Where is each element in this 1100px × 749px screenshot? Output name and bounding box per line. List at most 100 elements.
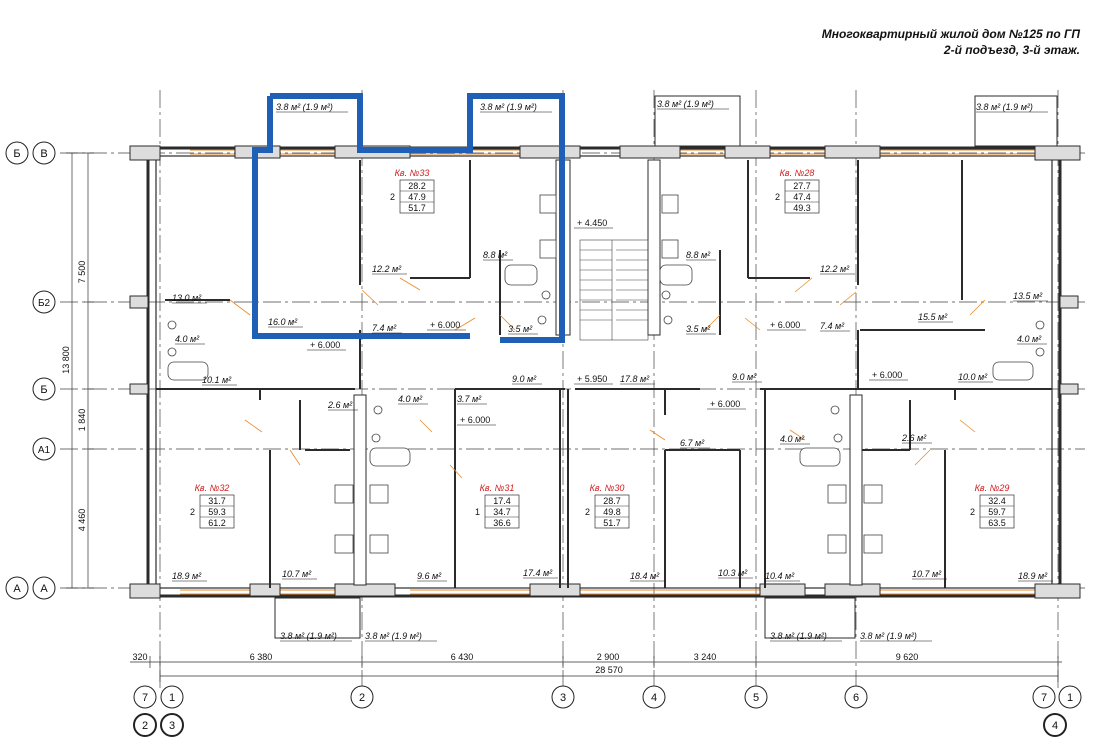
- room-area-label: 7.4 м²: [372, 323, 397, 333]
- level-mark-label: + 6.000: [710, 399, 740, 409]
- axis-col-label: 1: [169, 692, 175, 704]
- axis-row-label: Б2: [38, 298, 51, 309]
- axis-row-label: А: [13, 583, 21, 595]
- level-mark-label: + 6.000: [872, 370, 902, 380]
- axis-col-sub: 3: [169, 720, 175, 732]
- room-area-label: 12.2 м²: [820, 264, 850, 274]
- apartment-rooms: 2: [585, 507, 590, 517]
- sanitary-fixtures: [167, 194, 1045, 554]
- apartment-values-box: [784, 179, 820, 214]
- level-labels: + 6.000 + 6.000 + 4.450 + 5.950 + 6.000 + 6.0…: [307, 218, 908, 426]
- room-area-label: 13.0 м²: [172, 293, 202, 303]
- level-mark-label: + 6.000: [770, 320, 800, 330]
- apartment-name: Кв. №30: [590, 483, 625, 493]
- level-mark-label: + 4.450: [577, 218, 607, 228]
- axis-col-5: 5: [744, 685, 768, 709]
- apartment-values-box: [484, 494, 520, 529]
- room-area-label: 10.1 м²: [202, 375, 232, 385]
- balcony-labels: 3.8 м² (1.9 м²) 3.8 м² (1.9 м²) 3.8 м² (1.…: [276, 99, 1048, 642]
- axis-col-7b: 7: [1032, 685, 1056, 709]
- apartment-area-value: 31.7: [208, 496, 226, 506]
- room-area-label: 18.9 м²: [1018, 571, 1048, 581]
- apartment-values-box: [199, 494, 235, 529]
- room-area-label: 18.9 м²: [172, 571, 202, 581]
- room-area-label: 17.8 м²: [620, 374, 650, 384]
- level-mark-label: + 6.000: [430, 320, 460, 330]
- axis-col-label: 5: [753, 692, 759, 704]
- col-dim-label: 6 380: [250, 652, 273, 662]
- level-mark-label: + 6.000: [460, 415, 490, 425]
- apartment-values-box: [594, 494, 630, 529]
- axis-row-label: А1: [38, 445, 51, 456]
- interior-walls: [156, 160, 1052, 588]
- col-dim-label: 3 240: [694, 652, 717, 662]
- axis-row-alt: А: [40, 583, 48, 595]
- room-area-label: 4.0 м²: [398, 394, 423, 404]
- axis-col-label: 6: [853, 692, 859, 704]
- apartment-area-value: 49.8: [603, 507, 621, 517]
- apartment-area-value: 61.2: [208, 518, 226, 528]
- axis-row-5: А А: [5, 576, 56, 600]
- balcony-area-label: 3.8 м² (1.9 м²): [276, 102, 333, 112]
- axis-row-1: Б В: [5, 141, 56, 165]
- room-area-label: 2.6 м²: [901, 433, 927, 443]
- level-mark-label: + 6.000: [310, 340, 340, 350]
- col-dim-label: 2 900: [597, 652, 620, 662]
- apartment-area-value: 63.5: [988, 518, 1006, 528]
- apartment-rooms: 2: [970, 507, 975, 517]
- apartment-name: Кв. №28: [780, 168, 815, 178]
- apartment-area-value: 28.2: [408, 181, 426, 191]
- apartment-name: Кв. №32: [195, 483, 230, 493]
- row-dim-label: 13 800: [61, 346, 71, 374]
- apartment-area-value: 47.4: [793, 192, 811, 202]
- axis-col-6: 6: [844, 685, 868, 709]
- room-area-label: 9.0 м²: [732, 372, 757, 382]
- room-area-label: 13.5 м²: [1013, 291, 1043, 301]
- room-area-label: 10.4 м²: [765, 571, 795, 581]
- room-area-label: 10.7 м²: [282, 569, 312, 579]
- balcony-area-label: 3.8 м² (1.9 м²): [770, 631, 827, 641]
- apartment-name: Кв. №33: [395, 168, 430, 178]
- apartment-area-value: 49.3: [793, 203, 811, 213]
- axis-col-1a: 1 3: [160, 685, 184, 737]
- room-area-label: 8.8 м²: [483, 250, 508, 260]
- apartment-rooms: 2: [190, 507, 195, 517]
- level-mark-label: + 5.950: [577, 374, 607, 384]
- row-dim-label: 1 840: [77, 409, 87, 432]
- axis-col-sub: 2: [142, 720, 148, 732]
- axis-col-7a: 7 2: [133, 685, 157, 737]
- room-area-label: 4.0 м²: [1017, 334, 1042, 344]
- apartment-area-value: 32.4: [988, 496, 1006, 506]
- apartment-area-value: 28.7: [603, 496, 621, 506]
- axis-col-1b: 1 4: [1043, 685, 1082, 737]
- axis-row-label: Б: [13, 148, 20, 160]
- apartment-area-value: 59.7: [988, 507, 1006, 517]
- axis-row-4: А1: [32, 437, 56, 461]
- col-dim-label: 6 430: [451, 652, 474, 662]
- room-area-label: 3.5 м²: [686, 324, 711, 334]
- room-area-label: 3.5 м²: [508, 324, 533, 334]
- balcony-area-label: 3.8 м² (1.9 м²): [280, 631, 337, 641]
- axis-row-alt: В: [40, 148, 47, 160]
- col-dim-label: 9 620: [896, 652, 919, 662]
- balcony-area-label: 3.8 м² (1.9 м²): [860, 631, 917, 641]
- axis-col-label: 3: [560, 692, 566, 704]
- drawing-title: Многоквартирный жилой дом №125 по ГП: [821, 27, 1080, 41]
- apartment-area-value: 17.4: [493, 496, 511, 506]
- room-area-label: 10.3 м²: [718, 568, 748, 578]
- balcony-outlines: [274, 95, 1058, 639]
- apartment-area-value: 51.7: [408, 203, 426, 213]
- apartment-area-value: 47.9: [408, 192, 426, 202]
- column-axis-bubbles: 7 2 1 3 2 3 4: [133, 685, 1082, 737]
- axis-col-label: 2: [359, 692, 365, 704]
- room-area-label: 17.4 м²: [523, 568, 553, 578]
- column-dimensions: [130, 656, 1062, 682]
- highlighted-apartment-outline: [252, 93, 565, 343]
- row-dimensions: [66, 152, 94, 589]
- exterior-walls: [146, 146, 1062, 598]
